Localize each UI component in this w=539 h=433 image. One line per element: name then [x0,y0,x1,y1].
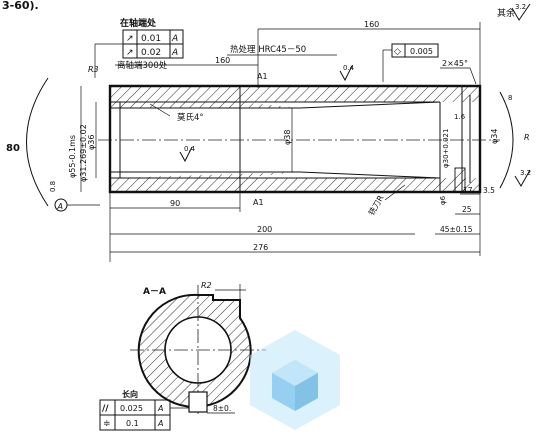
svg-text:0.4: 0.4 [343,64,355,72]
dim-45: 45±0.15 [440,225,473,234]
svg-text:0.4: 0.4 [184,145,196,153]
chamfer-note: 2×45° [442,59,468,68]
cutter-note: 铣刀R [366,193,386,217]
radius-r2: R2 [201,281,212,290]
svg-text:0.025: 0.025 [120,404,143,413]
section-view-a-a: A－A R2 8±0. [130,281,266,415]
svg-text:A: A [171,34,178,44]
dim-160-top: 160 [364,20,379,29]
svg-text:A: A [157,404,163,413]
watermark-logo [250,330,340,430]
svg-text:0.02: 0.02 [141,48,161,58]
dim-3.5: 3.5 [483,186,495,195]
dim-phi55: φ55-0.1ms [68,135,77,178]
taper-note: 莫氏4° [177,112,204,123]
dim-90: 90 [170,199,180,208]
dim-276: 276 [253,243,268,252]
svg-text:A: A [171,48,178,58]
slot-dim: 8±0. [213,404,231,413]
svg-text:3.2: 3.2 [515,3,526,11]
page-fragment: 3-60). [2,0,39,12]
svg-text:A: A [157,419,163,428]
dim-80: 80 [6,143,20,154]
feature-control-frame-bottom: 长向 // 0.025 A ≑ 0.1 A [99,389,189,431]
datum-a-marker: A [54,198,100,212]
roughness-symbol-top: 3.2 [511,3,531,21]
dim-phi6: φ6 [439,195,447,205]
roughness-0.8: 0.8 [49,181,57,192]
diameter-arc-left [26,77,49,207]
dim-160-mid: 160 [215,56,230,65]
shaft-main-view [108,84,482,194]
dim-200: 200 [257,225,272,234]
symmetry-icon: ≑ [103,419,111,429]
dim-phi36: φ36 [87,135,96,150]
feature-control-frame-left: 在轴端处 ↗ 0.01 A ↗ 0.02 A 离轴端300处 [94,17,184,78]
dim-phi30: φ30+0.021 [442,129,450,168]
feature-control-frame-right: ◇ 0.005 [382,43,439,82]
fcf-title: 在轴端处 [120,17,157,29]
runout-icon: ↗ [126,48,134,58]
heat-treatment-note: 热处理 HRC45－50 [230,44,306,55]
dim-phi34: φ34 [490,129,499,144]
parallelism-icon: // [102,404,109,414]
radius-arc-right [499,91,514,189]
dim-8-right: 8 [508,94,512,102]
svg-text:3.2: 3.2 [520,169,531,177]
svg-text:0.1: 0.1 [126,419,139,428]
long-label: 长向 [122,389,138,399]
svg-text:0.005: 0.005 [410,47,433,56]
radius-r3: R3 [88,65,99,74]
dim-phi38: φ38 [283,130,292,145]
dim-25: 25 [462,205,472,214]
svg-text:0.01: 0.01 [141,34,161,44]
roughness-1.6: 1.6 [454,113,466,121]
roughness-0.4-bottom: 0.4 [179,145,196,163]
dim-17: 17 [463,186,473,195]
section-mark-a1-top: A1 [257,72,268,81]
roughness-3.2-right: 3.2 [514,169,531,187]
section-title: A－A [143,287,166,297]
runout-icon: ↗ [126,34,134,44]
fcf-note: 离轴端300处 [117,60,168,71]
section-mark-a1-bottom: A1 [253,198,264,207]
roughness-note: 其余 [497,7,515,19]
cylindricity-icon: ◇ [394,47,401,57]
radius-r-right: R [524,133,530,142]
svg-text:A: A [57,202,63,211]
dim-phi31: φ31.269±0.02 [79,124,88,182]
roughness-0.4-top: 0.4 [339,64,355,82]
